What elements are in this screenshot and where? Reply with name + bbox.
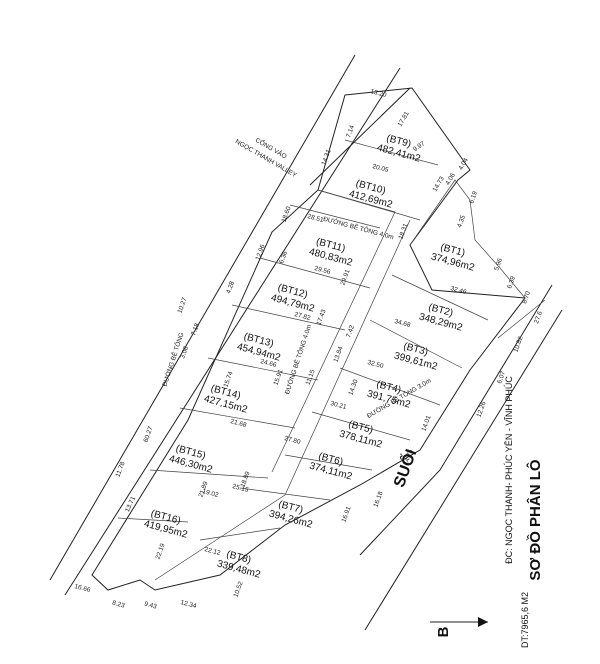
dimension-label-7: 4.04 [458,157,471,172]
dimension-label-5: 20.05 [372,163,390,174]
dimension-label-8: 14.73 [432,175,446,193]
dimension-label-40: 14.01 [421,414,433,432]
dimension-label-19: 16.66 [74,583,92,594]
dimension-label-29: 34.68 [394,318,412,329]
dimension-label-60: 11.78 [115,461,127,479]
dimension-label-4: 7.14 [345,124,356,139]
dimension-label-10: 28.51 [307,213,325,224]
dimension-label-55: 17.43 [316,308,328,326]
dimension-label-33: 5.96 [493,257,504,272]
dimension-label-34: 6.39 [506,275,517,290]
dimension-label-26: 27.80 [284,435,302,446]
dimension-label-58: 14.30 [348,378,360,396]
dimension-label-37: 10.82 [513,335,525,353]
dimension-label-9: 18.31 [398,222,410,240]
dimension-label-43: 16.91 [341,505,353,523]
dimension-label-52: 4.28 [225,280,236,295]
dimension-label-23: 10.52 [233,580,245,598]
dimension-label-49: 7.18 [190,322,201,337]
dimension-label-53: 12.96 [255,243,267,261]
road-label-4m-upper: ĐƯỜNG BÊ TÔNG 4.0m [322,214,395,242]
dimension-label-22: 12.34 [180,599,198,610]
dimension-label-57: 13.84 [333,345,345,363]
dimension-label-3: 14.31 [321,148,333,166]
dimension-label-38: 6.07 [496,370,507,385]
dimension-label-16: 21.68 [230,418,248,429]
dimension-label-17: 19.02 [202,488,220,499]
dimension-label-41: 16.18 [373,490,385,508]
dimension-label-51: 7.42 [345,324,356,339]
dimension-label-36: 27.6 [533,310,544,325]
dimension-label-45: 18.89 [240,470,252,488]
dimension-label-25: 25.15 [232,483,250,494]
stream-label: SUỐI [388,446,420,490]
dimension-label-47: 15.74 [223,370,235,388]
dimension-label-13: 29.91 [340,268,352,286]
dimension-label-48: 10.27 [177,296,189,314]
dimension-label-15: 24.66 [260,358,278,369]
dimension-label-59: 60.27 [143,425,155,443]
north-label: B [435,626,452,637]
dimension-label-28: 32.50 [367,359,385,370]
dimension-label-31: 6.19 [468,190,479,205]
page-title: SƠ ĐỒ PHÂN LÔ [526,459,544,580]
dimension-label-32: 4.35 [456,214,467,229]
dimension-label-54: 6.36 [278,250,289,265]
address-text: ĐC: NGỌC THANH- PHÚC YÊN - VĨNH PHÚC [504,376,514,564]
dimension-label-2: 9.97 [412,140,427,153]
dimension-label-14: 27.82 [294,311,312,322]
dimension-label-56: 11.15 [305,369,317,387]
dimension-label-50: 3.08 [179,345,190,360]
dimension-label-24: 22.12 [204,546,222,557]
plan-labels: (BT9)482,41m2(BT10)412,69m2(BT11)480,83m… [74,88,545,648]
dimension-label-30: 32.46 [450,285,468,296]
dimension-label-39: 12.26 [476,400,488,418]
dimension-label-1: 17.81 [397,110,411,128]
dimension-label-61: 22.19 [155,542,167,560]
dimension-label-27: 30.21 [330,400,348,411]
dimension-label-21: 9.43 [143,601,157,611]
total-area-text: DT:7965,6 M2 [520,592,530,648]
base-lines [49,54,563,631]
dimension-label-12: 29.56 [314,265,332,276]
dimension-label-35: 8.70 [521,290,532,305]
dimension-label-20: 8.23 [111,600,125,610]
dimension-label-0: 13.20 [370,88,388,99]
